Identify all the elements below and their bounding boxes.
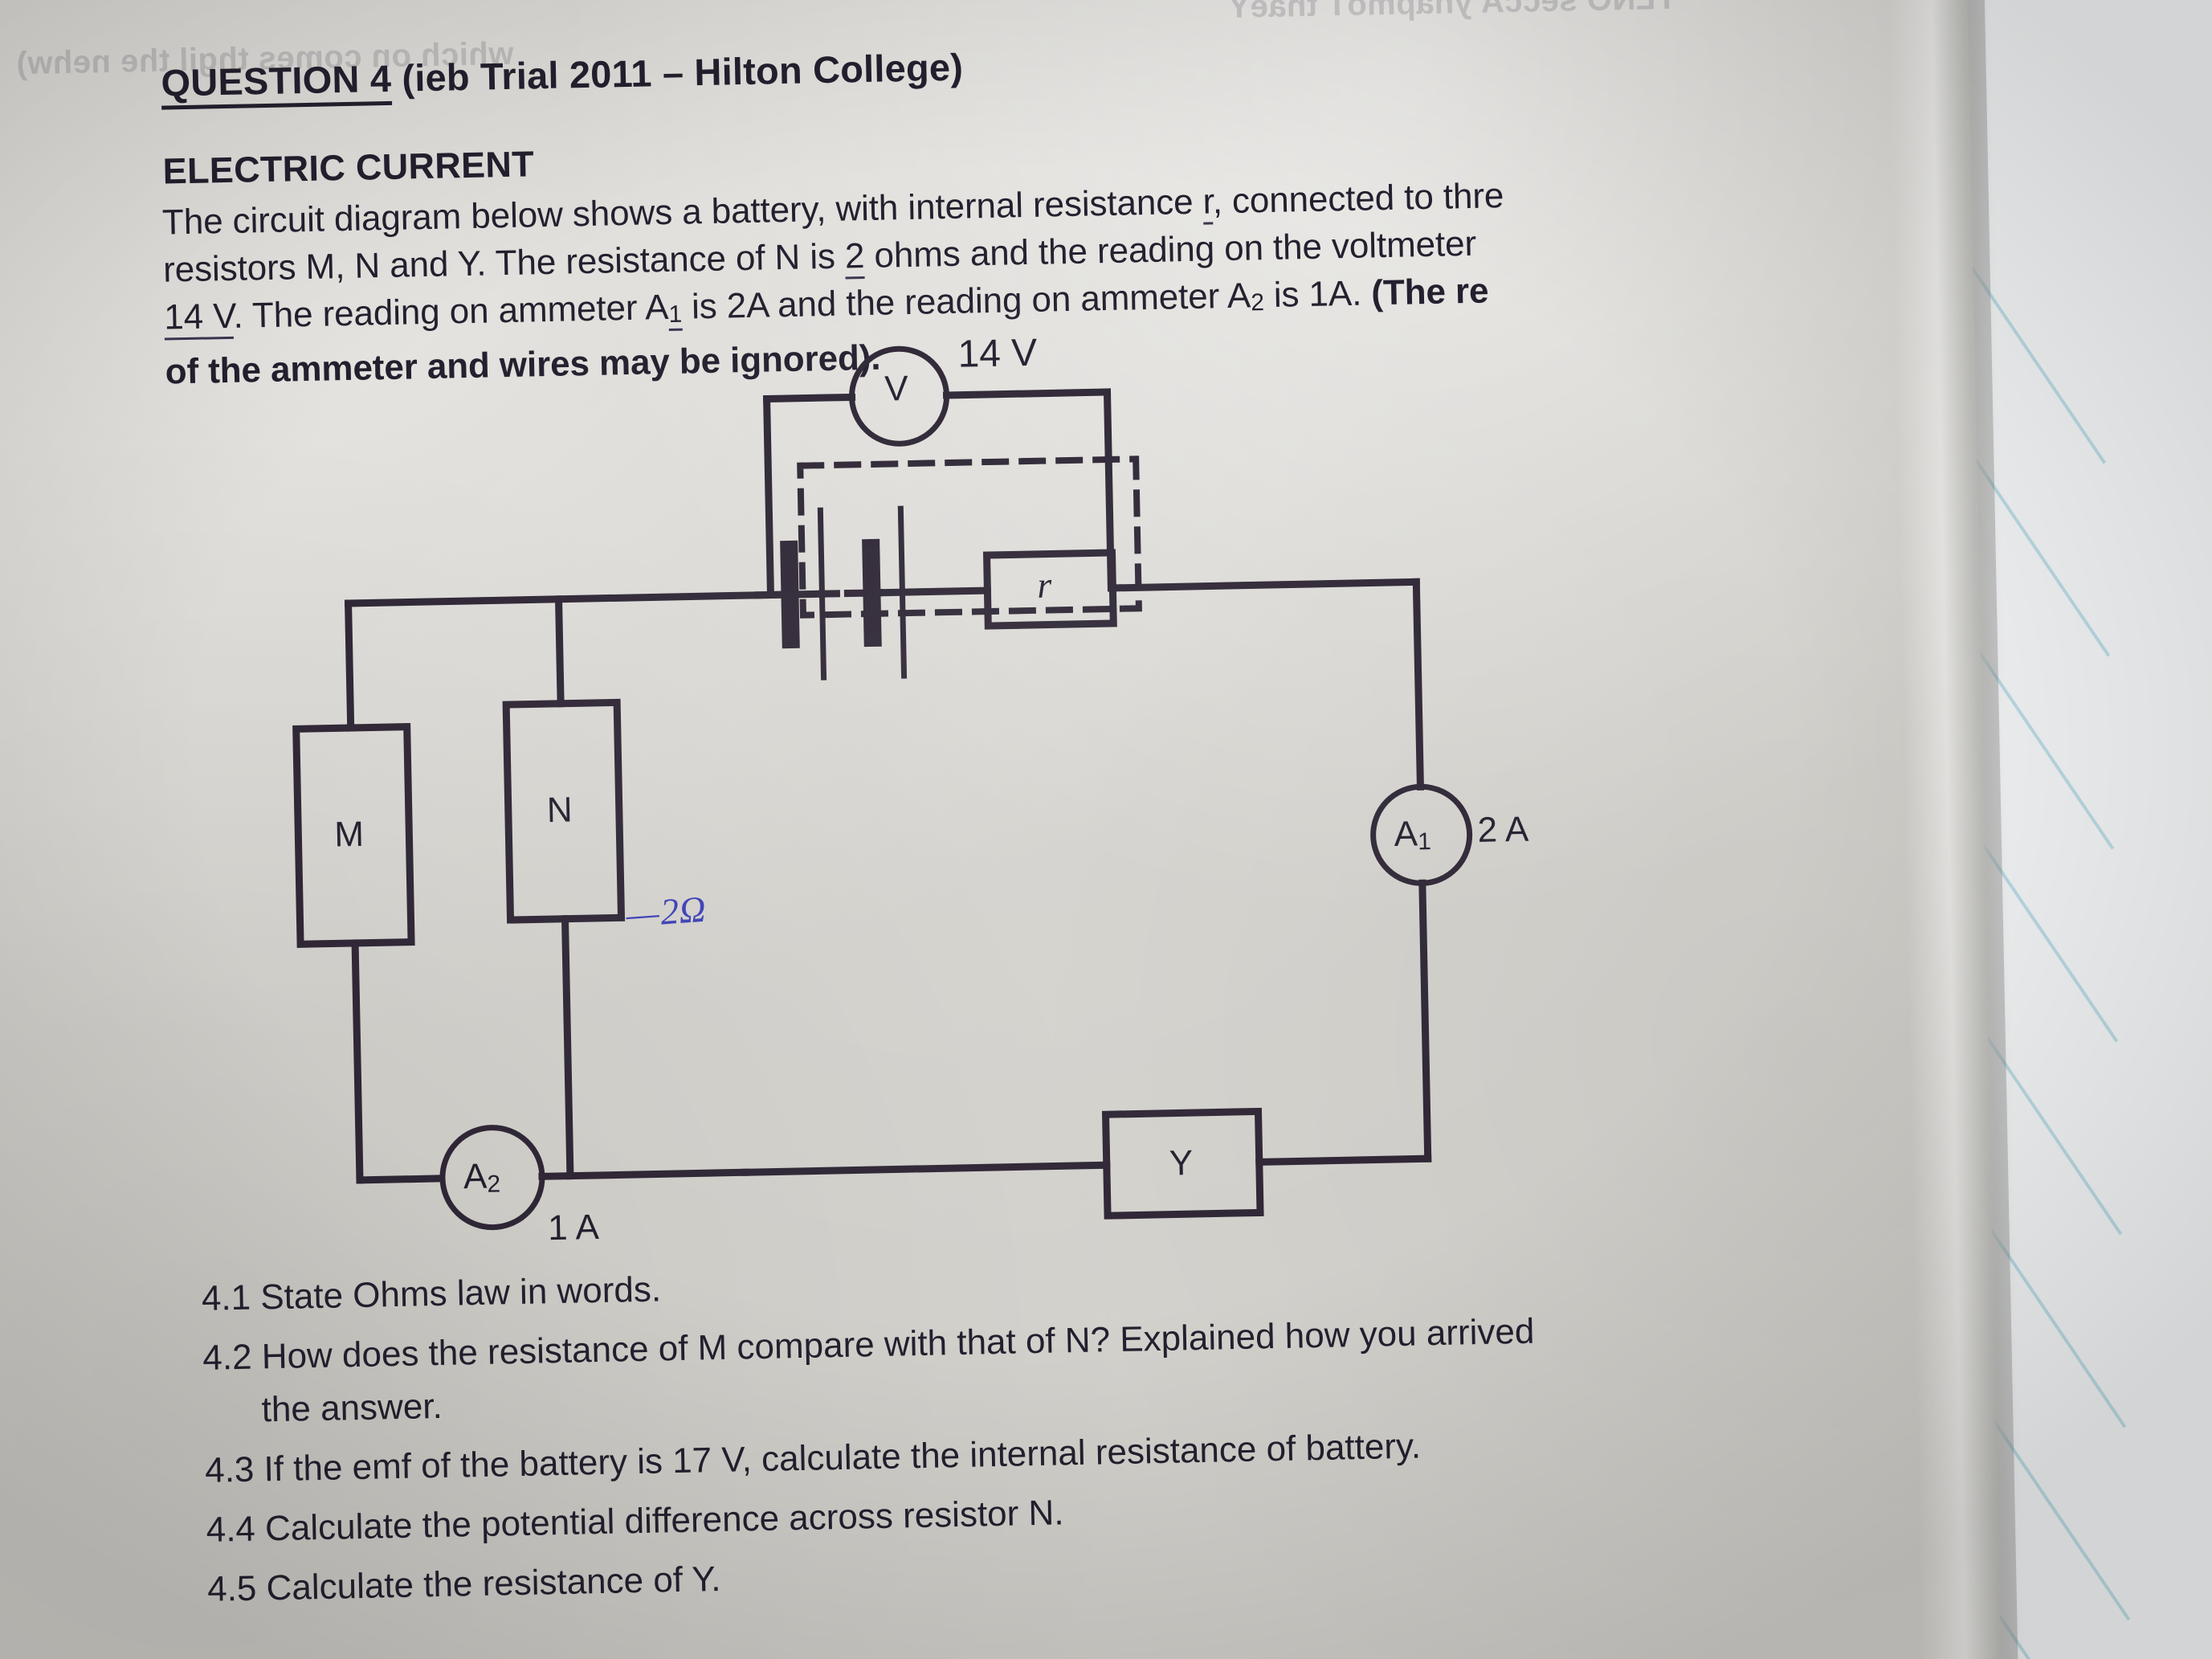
para-ammeter1-subscript: 1 <box>668 300 683 331</box>
internal-resistance-label: r <box>1036 564 1052 606</box>
circuit-svg <box>292 345 1473 1231</box>
ammeter1-letter: A <box>1394 814 1418 854</box>
wire-right-rail-lower <box>1418 879 1432 1163</box>
para-bold-tail: (The re <box>1370 271 1489 313</box>
questions-list: 4.1 State Ohms law in words. 4.2 How doe… <box>201 1237 2119 1626</box>
battery-enclosure-dashed <box>797 456 1142 619</box>
wire-bottom-right-to-Y <box>1255 1154 1432 1167</box>
question-number-4-1: 4.1 <box>201 1277 251 1318</box>
para-seg-2: , connected to thre <box>1212 176 1504 222</box>
handwritten-note-2-ohms: —2Ω <box>624 888 708 935</box>
para-resistance-value: 2 <box>844 236 865 280</box>
wire-M-bottom-lead <box>351 939 364 1184</box>
section-title: ELECTRIC CURRENT <box>162 143 535 192</box>
question-number-4-4: 4.4 <box>206 1509 256 1550</box>
voltmeter-reading-label: 14 V <box>957 331 1038 376</box>
para-voltmeter-value: 14 V <box>163 296 235 341</box>
handwritten-note-value: 2Ω <box>659 888 708 933</box>
para-seg-4: ohms and the reading on the voltmeter <box>863 223 1477 276</box>
wire-voltmeter-left <box>762 394 775 599</box>
voltmeter-circle <box>849 345 950 447</box>
resistor-M-label: M <box>333 814 365 855</box>
circuit-diagram: V 14 V r M N Y A1 2 A A2 1 A —2Ω <box>292 331 1879 1262</box>
voltmeter-symbol-label: V <box>884 368 909 409</box>
question-number-underlined: QUESTION 4 <box>160 56 392 110</box>
ammeter2-letter: A <box>463 1156 488 1197</box>
para-seg-7: is 1A. <box>1263 273 1372 316</box>
para-ammeter2-subscript: 2 <box>1250 289 1265 317</box>
question-number-4-2: 4.2 <box>202 1337 253 1378</box>
wire-Y-to-node <box>741 1161 1111 1176</box>
wire-N-bottom-lead <box>561 915 574 1180</box>
ammeter1-subscript: 1 <box>1417 828 1432 856</box>
ammeter1-reading-label: 2 A <box>1477 809 1529 850</box>
question-text-4-5: Calculate the resistance of Y. <box>266 1559 721 1608</box>
para-seg-5: . The reading on ammeter A <box>232 287 669 336</box>
para-seg-3: resistors M, N and Y. The resistance of … <box>162 236 846 290</box>
wire-voltmeter-lead-right <box>942 388 1112 399</box>
battery-cell2-long-plate <box>897 505 908 679</box>
worksheet-content: which on comes thgil the nehw) YLNO secc… <box>16 0 2074 1659</box>
question-text-4-2-cont: the answer. <box>261 1386 443 1430</box>
ammeter2-reading-label: 1 A <box>547 1207 600 1248</box>
wire-M-top-lead <box>344 599 355 732</box>
question-number-4-3: 4.3 <box>204 1449 255 1490</box>
battery-cell2-short-plate <box>862 538 882 648</box>
battery-cell1-long-plate <box>817 507 827 680</box>
wire-r-to-right-rail <box>1108 578 1420 592</box>
wire-cell2-to-r <box>875 586 992 597</box>
wire-A2-left-lead <box>356 1175 444 1184</box>
question-text-4-3: If the emf of the battery is 17 V, calcu… <box>263 1426 1422 1489</box>
question-number-4-5: 4.5 <box>206 1568 257 1609</box>
question-text-4-4: Calculate the potential difference acros… <box>264 1493 1064 1549</box>
para-internal-resistance-symbol: r <box>1202 182 1214 225</box>
wire-N-top-lead <box>554 595 565 708</box>
ammeter2-label: A2 <box>463 1156 500 1199</box>
ammeter1-label: A1 <box>1394 814 1431 856</box>
para-seg-6: is 2A and the reading on ammeter A <box>681 276 1251 327</box>
question-text-4-1: State Ohms law in words. <box>259 1269 662 1318</box>
wire-voltmeter-lead-left <box>762 393 856 403</box>
wire-A2-right-lead <box>538 1168 749 1180</box>
resistor-N-label: N <box>546 790 573 831</box>
resistor-Y-label: Y <box>1169 1143 1194 1183</box>
wire-right-rail-upper <box>1412 578 1425 791</box>
wire-top-rail-left <box>344 590 826 607</box>
ammeter2-subscript: 2 <box>487 1171 501 1198</box>
